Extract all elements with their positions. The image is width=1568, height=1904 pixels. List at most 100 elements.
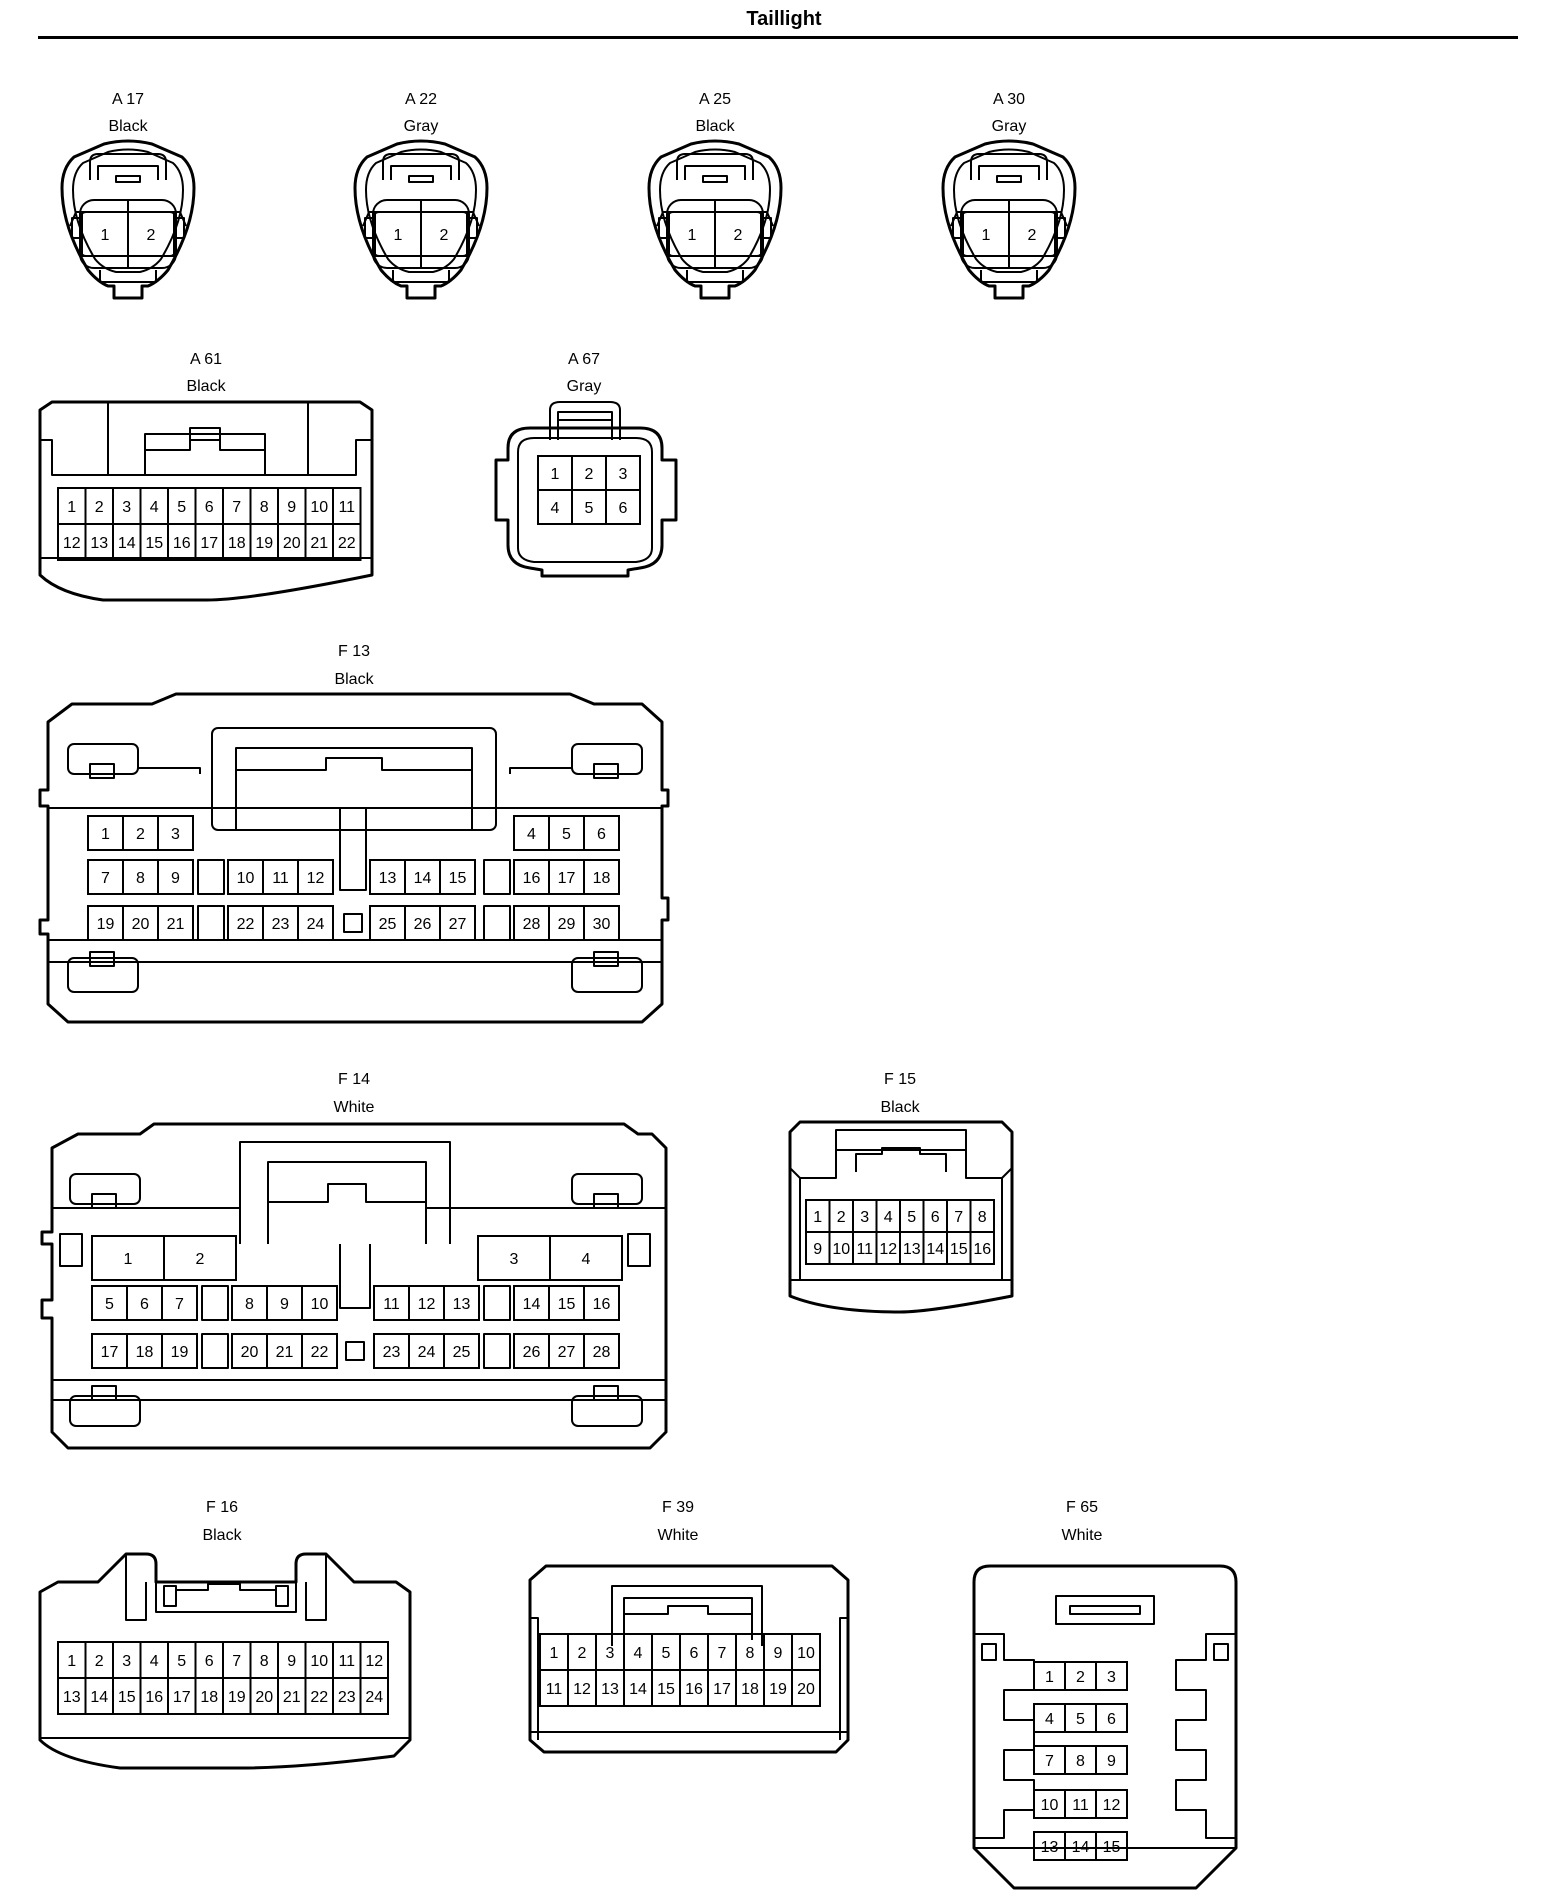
pin-number: 20 <box>283 535 301 552</box>
connector-f65-housing <box>972 1564 1238 1890</box>
pin-cell <box>157 815 194 851</box>
pin-number: 5 <box>105 1296 114 1313</box>
pin-number: 14 <box>90 1689 108 1706</box>
pin-number: 8 <box>978 1209 987 1226</box>
pin-number: 11 <box>338 499 355 516</box>
pin-cell <box>583 1333 620 1369</box>
pin-cell <box>583 815 620 851</box>
pin-number: 2 <box>136 826 145 843</box>
pin-number: 10 <box>1041 1797 1059 1814</box>
pin-number: 9 <box>774 1645 783 1662</box>
connector-f13-housing <box>38 692 670 1024</box>
pin-number: 1 <box>67 499 76 516</box>
pin-number: 28 <box>523 916 541 933</box>
pin-number: 6 <box>597 826 606 843</box>
pin-number: 6 <box>1107 1711 1116 1728</box>
pin-number: 1 <box>124 1251 133 1268</box>
pin-number: 1 <box>101 826 110 843</box>
pin-number: 2 <box>585 466 594 483</box>
pin-cell <box>1095 1831 1128 1861</box>
pin-number: 2 <box>95 499 104 516</box>
connector-f39-color: White <box>658 1527 699 1544</box>
connector-a22-color: Gray <box>404 118 439 135</box>
connector-a30-color: Gray <box>992 118 1027 135</box>
pin-number: 4 <box>634 1645 643 1662</box>
pin-number: 24 <box>307 916 325 933</box>
pin-number: 13 <box>63 1689 81 1706</box>
pin-cell <box>714 211 762 257</box>
pin-number: 9 <box>171 870 180 887</box>
pin-number: 16 <box>685 1681 703 1698</box>
connector-a67-code: A 67 <box>568 351 600 368</box>
pin-cell <box>161 1333 198 1369</box>
pin-number: 3 <box>510 1251 519 1268</box>
pin-number: 2 <box>147 227 156 244</box>
pin-number: 16 <box>523 870 541 887</box>
pin-cell <box>1008 211 1056 257</box>
pin-number: 27 <box>449 916 467 933</box>
connector-a25-color: Black <box>695 118 735 135</box>
pin-number: 19 <box>228 1689 246 1706</box>
pin-number: 17 <box>200 535 218 552</box>
pin-number: 4 <box>527 826 536 843</box>
pin-number: 8 <box>746 1645 755 1662</box>
pin-number: 7 <box>101 870 110 887</box>
pin-number: 2 <box>837 1209 846 1226</box>
pin-number: 7 <box>175 1296 184 1313</box>
connector-a67-housing <box>494 401 678 578</box>
pin-number: 10 <box>237 870 255 887</box>
pin-number: 22 <box>237 916 255 933</box>
pin-number: 5 <box>585 500 594 517</box>
pin-number: 26 <box>414 916 432 933</box>
pin-number: 13 <box>1041 1839 1059 1856</box>
pin-number: 3 <box>860 1209 869 1226</box>
pin-number: 2 <box>1076 1669 1085 1686</box>
pin-number: 4 <box>150 499 159 516</box>
connector-a25-code: A 25 <box>699 91 731 108</box>
connector-a22-code: A 22 <box>405 91 437 108</box>
pin-number: 12 <box>879 1241 897 1258</box>
pin-cell <box>583 905 620 941</box>
pin-number: 14 <box>414 870 432 887</box>
pin-number: 24 <box>418 1344 436 1361</box>
pin-number: 5 <box>907 1209 916 1226</box>
pin-cell <box>439 905 476 941</box>
pin-number: 2 <box>578 1645 587 1662</box>
pin-number: 3 <box>171 826 180 843</box>
pin-number: 5 <box>662 1645 671 1662</box>
pin-number: 1 <box>1045 1669 1054 1686</box>
pin-number: 8 <box>245 1296 254 1313</box>
pin-number: 17 <box>713 1681 731 1698</box>
connector-f65-color: White <box>1062 1527 1103 1544</box>
pin-number: 20 <box>132 916 150 933</box>
pin-number: 19 <box>171 1344 189 1361</box>
connector-f39-housing <box>528 1564 850 1754</box>
pin-number: 19 <box>97 916 115 933</box>
pin-number: 4 <box>150 1653 159 1670</box>
pin-number: 11 <box>856 1241 873 1258</box>
pin-number: 15 <box>1103 1839 1121 1856</box>
pin-number: 12 <box>63 535 81 552</box>
pin-cell <box>605 489 641 525</box>
pin-number: 8 <box>1076 1753 1085 1770</box>
pin-number: 1 <box>813 1209 822 1226</box>
pin-number: 15 <box>558 1296 576 1313</box>
connector-a30-code: A 30 <box>993 91 1025 108</box>
pin-number: 6 <box>931 1209 940 1226</box>
pin-cell <box>157 905 194 941</box>
pin-number: 6 <box>205 499 214 516</box>
pin-cell <box>163 1235 237 1281</box>
connector-f14-housing <box>40 1122 668 1450</box>
pin-number: 25 <box>379 916 397 933</box>
pin-cell <box>791 1669 821 1707</box>
pin-number: 28 <box>593 1344 611 1361</box>
pin-number: 29 <box>558 916 576 933</box>
pin-number: 2 <box>1028 227 1037 244</box>
pin-number: 20 <box>797 1681 815 1698</box>
pin-number: 2 <box>196 1251 205 1268</box>
